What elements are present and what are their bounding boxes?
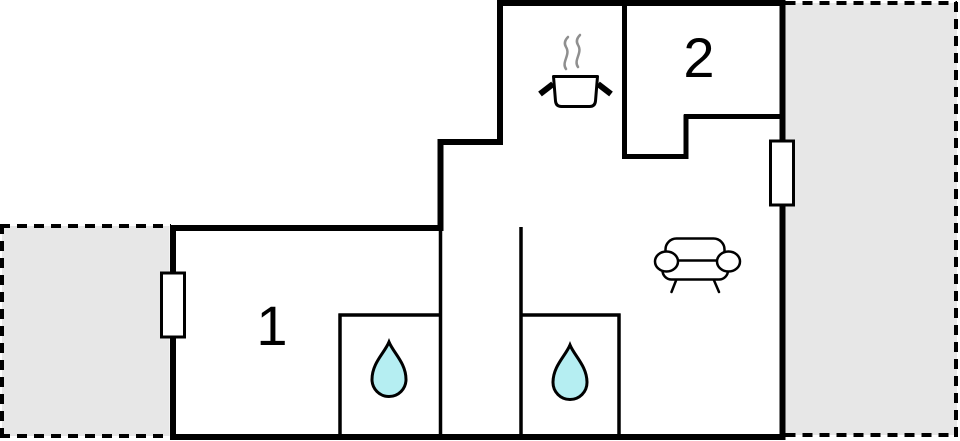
- exterior-wall-top-left: [170, 0, 783, 273]
- pot-handle-right: [596, 81, 613, 97]
- water-drop-icon: [370, 338, 408, 398]
- water-drop-icon: [551, 341, 589, 401]
- terrace-right-area: [785, 3, 957, 435]
- steam-icon: [563, 33, 582, 71]
- sofa-icon: [653, 237, 742, 294]
- terrace-left-area: [2, 226, 170, 436]
- exterior-wall-bottom: [170, 205, 786, 440]
- room-1-label: 1: [256, 294, 287, 357]
- terrace-left: [0, 224, 171, 438]
- terrace-right: [785, 1, 958, 438]
- window-left: [160, 271, 186, 339]
- pot-handle-left: [538, 81, 555, 97]
- window-right: [769, 139, 795, 207]
- interior-walls: [338, 3, 781, 437]
- cooking-pot-icon: [538, 33, 613, 108]
- sofa-armrest-left: [653, 250, 680, 273]
- room-2-label: 2: [683, 26, 714, 89]
- sofa-armrest-right: [715, 250, 742, 273]
- pot-body: [552, 75, 599, 108]
- exterior-walls: [170, 0, 786, 440]
